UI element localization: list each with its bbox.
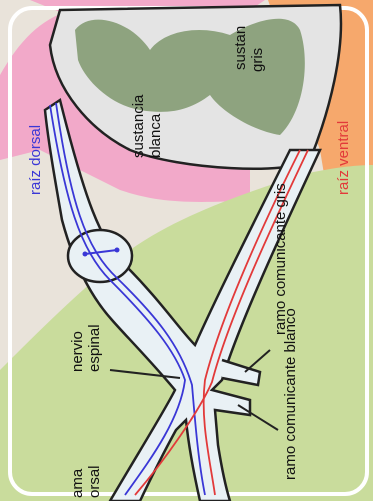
label-ventral-root: raíz ventral <box>335 121 352 195</box>
label-dorsal-ramus-2: orsal <box>86 465 103 498</box>
label-white-matter-1: sustancia <box>130 94 147 158</box>
label-spinal-nerve-1: nervio <box>69 331 86 372</box>
label-white-matter-2: blanca <box>147 113 164 158</box>
label-spinal-nerve-2: espinal <box>86 324 103 372</box>
ganglion-node-2 <box>115 248 120 253</box>
dorsal-root-ganglion <box>68 230 132 282</box>
label-white-ramus: ramo comunicante blanco <box>282 308 299 480</box>
ganglion-node-1 <box>83 252 88 257</box>
label-dorsal-ramus-1: ama <box>69 468 86 498</box>
label-gray-matter-2: gris <box>249 48 266 72</box>
label-gray-matter-1: sustan <box>232 26 249 70</box>
label-dorsal-root: raíz dorsal <box>27 125 44 195</box>
